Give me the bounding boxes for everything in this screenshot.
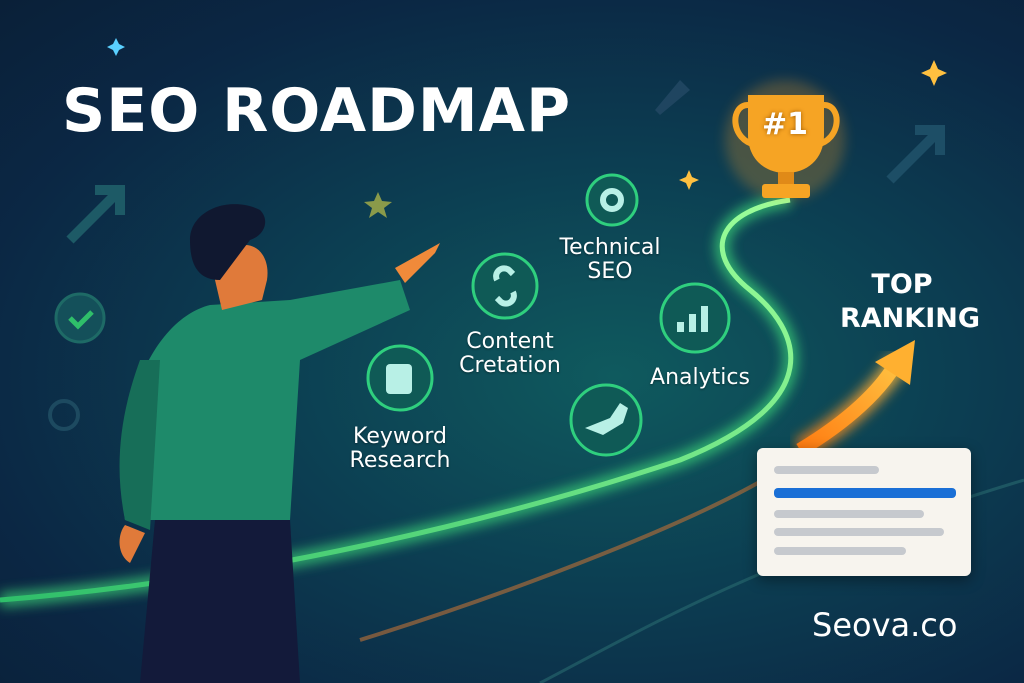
sparkle-icon bbox=[107, 38, 125, 56]
label-line: Technical bbox=[559, 235, 661, 260]
step-label-analytics: Analytics bbox=[650, 365, 750, 390]
result-line bbox=[774, 528, 944, 536]
bar-chart-icon bbox=[677, 306, 708, 332]
step-circle-content bbox=[471, 252, 539, 320]
step-label-keyword-research: Keyword Research bbox=[335, 424, 465, 474]
arrow-up-icon bbox=[66, 185, 125, 244]
goal-line: TOP bbox=[871, 269, 933, 300]
gear-icon bbox=[600, 188, 624, 212]
label-line: SEO bbox=[587, 259, 633, 285]
page-title: SEO ROADMAP bbox=[62, 76, 572, 146]
search-results-card bbox=[757, 448, 971, 576]
person-figure bbox=[119, 204, 440, 683]
label-line: Research bbox=[349, 448, 451, 474]
arrow-up-icon bbox=[886, 125, 945, 184]
goal-label: TOP RANKING bbox=[840, 268, 981, 336]
edit-document-icon bbox=[386, 364, 412, 394]
label-line: Cretation bbox=[459, 353, 561, 379]
rocket-icon bbox=[655, 80, 690, 115]
trophy-rank-text: #1 bbox=[761, 107, 808, 142]
step-circle-technical bbox=[585, 173, 639, 227]
label-line: Content bbox=[466, 329, 554, 354]
result-line bbox=[774, 466, 879, 474]
highlighted-result bbox=[774, 488, 956, 498]
trophy-icon bbox=[725, 80, 845, 200]
step-label-content-creation: Content Cretation bbox=[450, 329, 570, 379]
refresh-icon bbox=[48, 399, 80, 431]
sparkles bbox=[107, 38, 125, 56]
link-icon bbox=[493, 265, 517, 307]
goal-line: RANKING bbox=[840, 302, 981, 334]
result-line bbox=[774, 510, 924, 518]
label-line: Keyword bbox=[353, 424, 447, 449]
brand-logo-text: Seova.co bbox=[812, 606, 958, 644]
star-icon bbox=[364, 192, 392, 218]
step-label-technical-seo: Technical SEO bbox=[548, 235, 672, 285]
handshake-icon bbox=[585, 403, 628, 435]
check-icon bbox=[54, 292, 106, 344]
result-line bbox=[774, 547, 906, 555]
sparkle-icon bbox=[679, 170, 699, 190]
sparkle-icon bbox=[921, 60, 947, 86]
